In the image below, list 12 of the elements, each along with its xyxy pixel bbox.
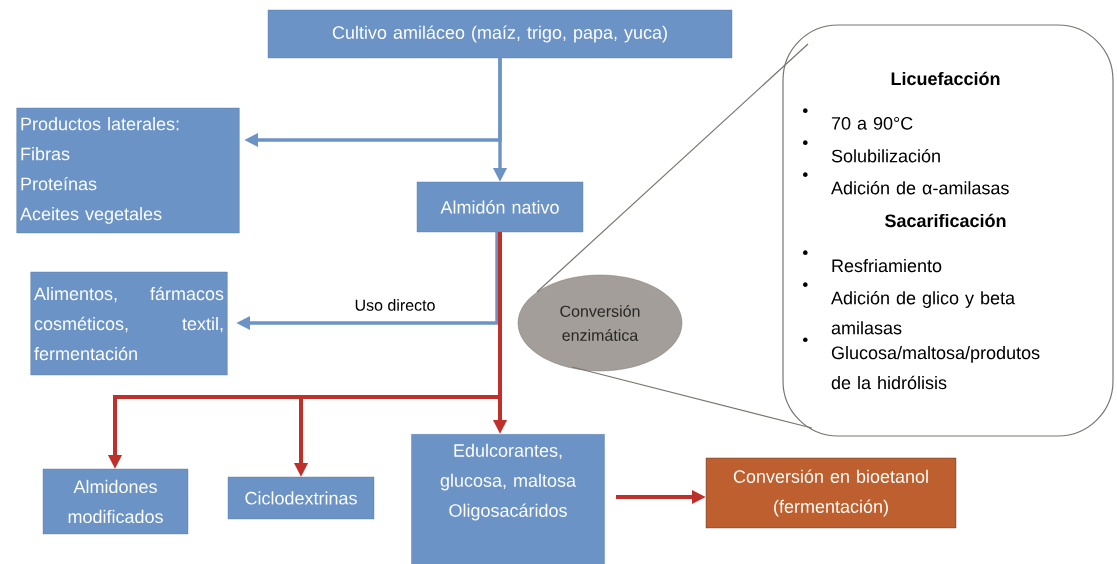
connector-line [571, 366, 813, 429]
connector-line [536, 43, 809, 293]
process-box: Ciclodextrinas [227, 476, 375, 520]
process-box: Cultivo amiláceo (maíz, trigo, papa, yuca) [267, 9, 733, 59]
process-box: Productos laterales: Fibras Proteínas Aceites vegetales [16, 107, 240, 234]
process-box: Alimentos, fármacos cosméticos, textil, fermentación [30, 271, 228, 376]
process-box: Conversión en bioetanol (fermentación) [705, 457, 957, 529]
callout-box: Licuefacción 70 a 90°C Solubilización Adición de α-amilasas Sacarificación Resfriamiento Adición de glico y beta amilasas Glucosa/maltosa/produtos de la hidrólisis [782, 24, 1114, 437]
edge-label: Uso directo [353, 298, 437, 312]
process-box: Almidones modificados [42, 468, 189, 535]
process-box: Edulcorantes, glucosa, maltosa Oligosacáridos [411, 434, 605, 564]
process-box: Almidón nativo [416, 181, 584, 233]
